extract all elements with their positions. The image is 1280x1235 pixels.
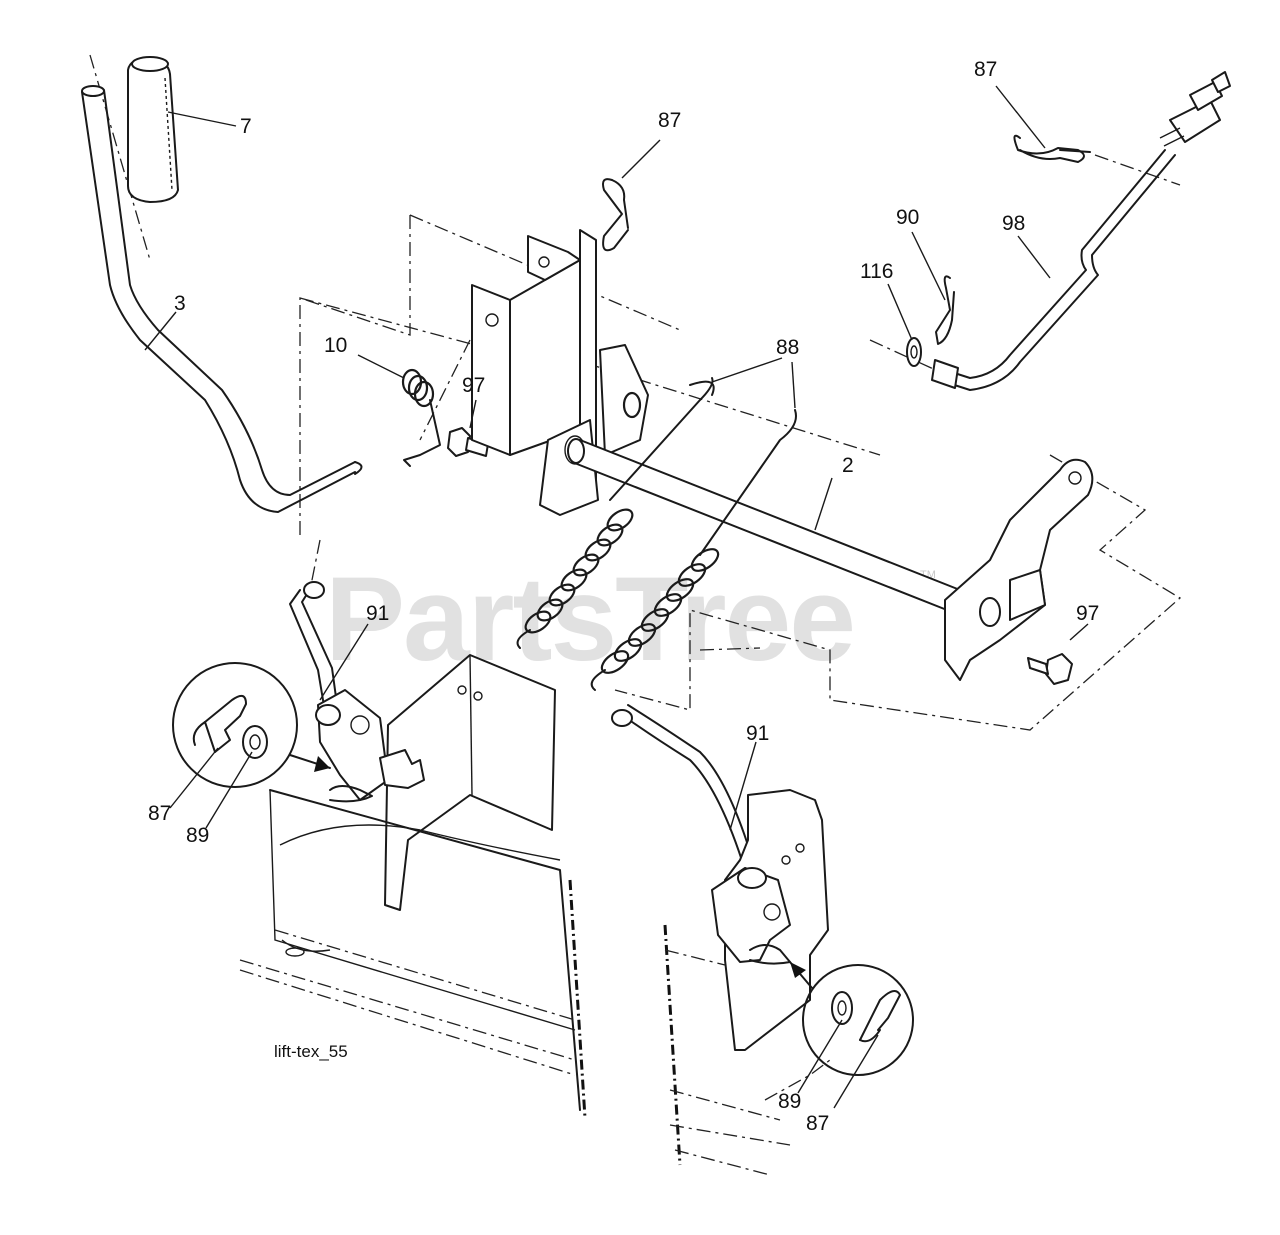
extension-springs bbox=[516, 377, 797, 691]
mower-deck-right bbox=[663, 924, 831, 1176]
hairpin-clip-top bbox=[602, 178, 629, 252]
callout-89-left-detail: 89 bbox=[186, 824, 209, 847]
detail-circle-left bbox=[172, 662, 331, 788]
spring-left bbox=[516, 508, 634, 649]
callout-91-right: 91 bbox=[746, 722, 769, 745]
callout-88: 88 bbox=[776, 336, 799, 359]
leader-lines bbox=[144, 85, 1089, 1109]
hairpin-clip-top-right bbox=[1013, 134, 1091, 163]
callout-10: 10 bbox=[324, 334, 347, 357]
right-lift-arm-bracket bbox=[944, 458, 1094, 681]
lift-lever-arm bbox=[81, 85, 363, 513]
deck-bracket-right bbox=[711, 789, 829, 1051]
callout-90: 90 bbox=[896, 206, 919, 229]
hex-bolt-right bbox=[1027, 653, 1073, 685]
svg-text:PartsTree: PartsTree bbox=[325, 552, 854, 686]
callout-87-top-right: 87 bbox=[974, 58, 997, 81]
parts-tree-watermark: PartsTree TM bbox=[325, 552, 936, 686]
callout-98: 98 bbox=[1002, 212, 1025, 235]
callout-87-right-detail: 87 bbox=[806, 1112, 829, 1135]
hairpin-clip-90 bbox=[935, 275, 955, 345]
spring-right bbox=[590, 548, 720, 691]
washer-116 bbox=[906, 337, 922, 367]
callout-2: 2 bbox=[842, 454, 854, 477]
deck-bracket-left bbox=[315, 654, 556, 911]
callout-91-left: 91 bbox=[366, 602, 389, 625]
adjustment-rod bbox=[931, 71, 1231, 391]
callout-97-right: 97 bbox=[1076, 602, 1099, 625]
figure-caption: lift-tex_55 bbox=[274, 1042, 348, 1061]
mower-deck-left bbox=[239, 789, 587, 1119]
callout-97-upper: 97 bbox=[462, 374, 485, 397]
callout-7: 7 bbox=[240, 115, 252, 138]
torsion-spring bbox=[401, 368, 441, 467]
callout-89-right-detail: 89 bbox=[778, 1090, 801, 1113]
callout-116: 116 bbox=[860, 260, 893, 283]
callout-87-top: 87 bbox=[658, 109, 681, 132]
callout-87-left-detail: 87 bbox=[148, 802, 171, 825]
lift-link-rod-right bbox=[611, 704, 756, 871]
lift-handle-grip bbox=[127, 56, 179, 203]
callout-3: 3 bbox=[174, 292, 186, 315]
callout-labels: 7 3 10 97 87 88 2 87 90 98 116 97 91 91 … bbox=[148, 58, 1099, 1135]
lift-link-rod-left bbox=[289, 581, 339, 713]
detail-circle-right bbox=[789, 961, 914, 1076]
